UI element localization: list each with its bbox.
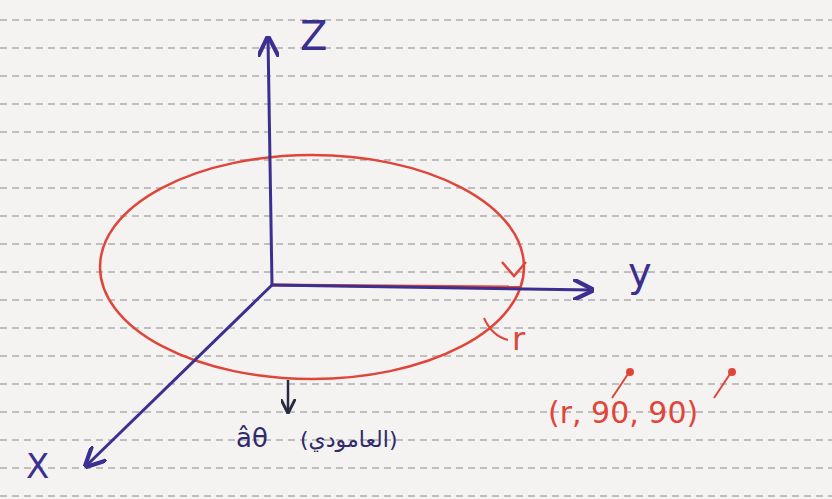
coordinate-label: (r, 90, 90) xyxy=(548,396,698,429)
z-axis xyxy=(268,38,272,285)
loop-direction-arrow xyxy=(502,262,526,276)
axis-label: y xyxy=(628,250,652,294)
axis-label: X xyxy=(26,448,49,485)
current-loop xyxy=(100,155,524,379)
ruled-lines xyxy=(0,20,832,496)
unit-vector-label: âθ xyxy=(236,424,268,453)
unit-vector-arrow xyxy=(287,380,290,412)
radius-label: r xyxy=(512,322,525,357)
x-axis xyxy=(86,285,272,466)
note-text: (العامودي) xyxy=(300,428,397,452)
leader-line xyxy=(484,318,508,340)
axis-label: Z xyxy=(300,14,327,58)
y-axis xyxy=(272,285,592,290)
strike-marks xyxy=(612,369,735,398)
